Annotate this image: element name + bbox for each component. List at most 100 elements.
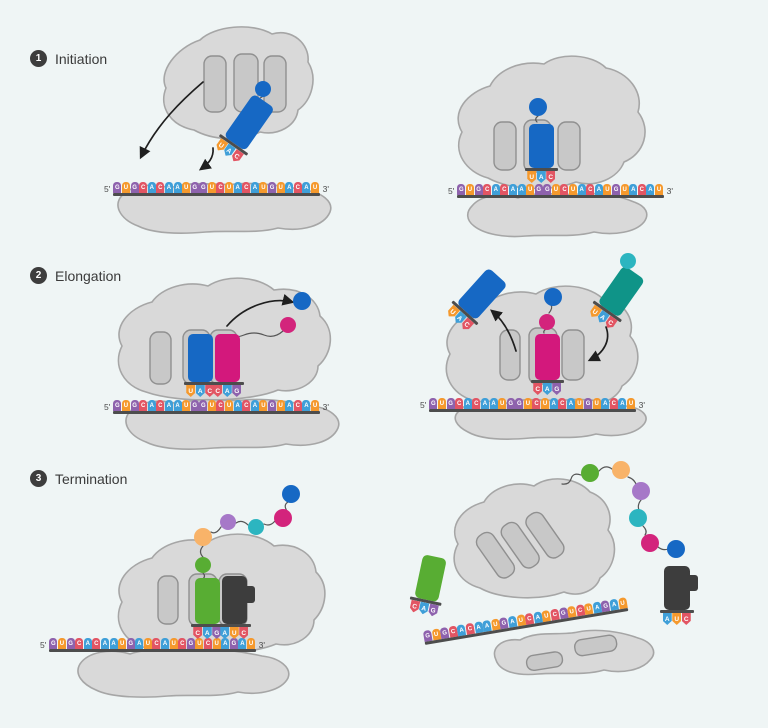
polypeptide-residue: [667, 540, 685, 558]
nucleotide-G: G: [506, 398, 515, 409]
polypeptide-residue: [248, 519, 264, 535]
nucleotide-A: A: [566, 398, 575, 409]
nucleotide-C: C: [409, 600, 420, 614]
three-prime-label: 3': [258, 640, 265, 650]
nucleotide-U: U: [627, 398, 636, 409]
amino-acid: [529, 98, 547, 116]
nucleotide-C: C: [193, 627, 203, 639]
nucleotide-G: G: [543, 184, 552, 195]
nucleotide-U: U: [620, 184, 629, 195]
nucleotide-C: C: [204, 638, 213, 649]
nucleotide-C: C: [609, 398, 618, 409]
nucleotide-A: A: [109, 638, 118, 649]
nucleotide-C: C: [242, 182, 251, 193]
nucleotide-C: C: [533, 383, 543, 395]
nucleotide-A: A: [221, 638, 230, 649]
nucleotide-A: A: [662, 613, 672, 625]
trna-entry-arrow: [587, 326, 609, 362]
nucleotide-A: A: [577, 184, 586, 195]
nucleotide-A: A: [250, 182, 259, 193]
nucleotide-U: U: [526, 184, 535, 195]
nucleotide-C: C: [156, 182, 165, 193]
nucleotide-G: G: [66, 638, 75, 649]
polypeptide-residue: [632, 482, 650, 500]
nucleotide-U: U: [603, 184, 612, 195]
nucleotide-C: C: [500, 184, 509, 195]
nucleotide-C: C: [483, 184, 492, 195]
nucleotide-A: A: [238, 638, 247, 649]
nucleotide-U: U: [143, 638, 152, 649]
nucleotide-C: C: [92, 638, 101, 649]
polypeptide-residue: [282, 485, 300, 503]
nucleotide-A: A: [536, 171, 546, 183]
nucleotide-A: A: [164, 400, 173, 411]
nucleotide-U: U: [465, 184, 474, 195]
nucleotide-G: G: [268, 182, 277, 193]
nucleotide-A: A: [135, 638, 144, 649]
five-prime-label: 5': [104, 184, 111, 194]
nucleotide-A: A: [233, 182, 242, 193]
nucleotide-U: U: [575, 398, 584, 409]
nucleotide-U: U: [259, 400, 268, 411]
polypeptide-residue: [195, 557, 211, 573]
nucleotide-C: C: [293, 182, 302, 193]
nucleotide-U: U: [182, 400, 191, 411]
nucleotide-U: U: [121, 182, 130, 193]
three-prime-label: 3': [638, 400, 645, 410]
process-arrows: [139, 81, 609, 362]
nucleotide-U: U: [225, 400, 234, 411]
polypeptide-residue: [612, 461, 630, 479]
nucleotide-G: G: [268, 400, 277, 411]
nucleotide-U: U: [57, 638, 66, 649]
nucleotide-U: U: [551, 184, 560, 195]
nucleotide-G: G: [113, 182, 122, 193]
nucleotide-G: G: [232, 385, 242, 397]
nucleotide-C: C: [546, 171, 556, 183]
nucleotide-U: U: [259, 182, 268, 193]
nucleotide-C: C: [139, 182, 148, 193]
nucleotide-U: U: [311, 182, 320, 193]
polypeptide-residue: [220, 514, 236, 530]
nucleotide-A: A: [147, 182, 156, 193]
polypeptide-residue: [274, 509, 292, 527]
nucleotide-A: A: [601, 398, 610, 409]
polypeptide-residue: [194, 528, 212, 546]
step-number-badge: 3: [30, 470, 47, 487]
nucleotide-U: U: [118, 638, 127, 649]
nucleotide-U: U: [247, 638, 256, 649]
nucleotide-C: C: [586, 184, 595, 195]
nucleotide-A: A: [202, 627, 212, 639]
nucleotide-A: A: [302, 400, 311, 411]
nucleotide-G: G: [612, 184, 621, 195]
step-number-badge: 2: [30, 267, 47, 284]
nucleotide-A: A: [517, 184, 526, 195]
nucleotide-A: A: [508, 184, 517, 195]
nucleotide-U: U: [523, 398, 532, 409]
nucleotide-G: G: [515, 398, 524, 409]
nucleotide-G: G: [130, 182, 139, 193]
nucleotide-U: U: [121, 400, 130, 411]
nucleotide-G: G: [199, 400, 208, 411]
nucleotide-C: C: [205, 385, 215, 397]
step-label: Initiation: [55, 51, 108, 67]
nucleotide-A: A: [222, 385, 232, 397]
nucleotide-A: A: [285, 400, 294, 411]
three-prime-label: 3': [666, 186, 673, 196]
nucleotide-G: G: [212, 627, 222, 639]
nucleotide-G: G: [113, 400, 122, 411]
nucleotide-U: U: [207, 182, 216, 193]
nucleotide-U: U: [225, 182, 234, 193]
nucleotide-C: C: [178, 638, 187, 649]
polypeptide-residue: [629, 509, 647, 527]
nucleotide-C: C: [532, 398, 541, 409]
nucleotide-A: A: [161, 638, 170, 649]
nucleotide-C: C: [75, 638, 84, 649]
nucleotide-G: G: [584, 398, 593, 409]
